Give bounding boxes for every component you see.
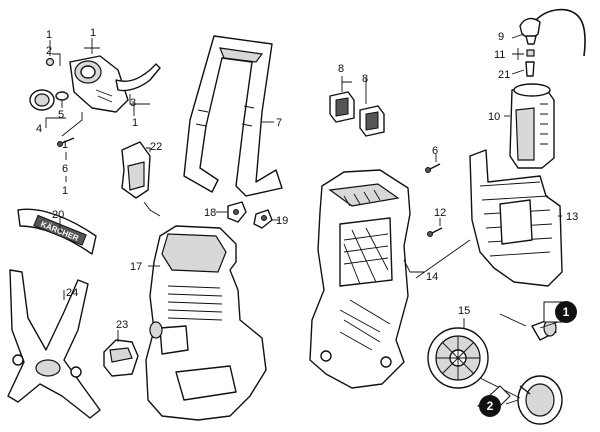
callout-12: 12: [434, 207, 446, 219]
callout-19: 19: [276, 215, 288, 227]
callout-21: 21: [498, 69, 510, 81]
callout-14: 14: [426, 271, 438, 283]
callout-18: 18: [204, 207, 216, 219]
part-side-cover: [469, 149, 563, 287]
part-pump-head-assembly: [69, 55, 161, 113]
part-detergent-hose: [519, 8, 586, 57]
part-filter-11: [526, 49, 535, 57]
part-detergent-tank: [509, 83, 555, 169]
callout-labels: 1 1 2 3 1 4 5 1 6 1 7 22 18 19 20 17 24 …: [36, 27, 578, 331]
callout-7: 7: [276, 117, 282, 129]
part-oil-cap-4: [29, 89, 55, 111]
badge-1-label: 1: [563, 305, 570, 319]
callout-6b: 6: [432, 145, 438, 157]
reference-badge-2: 2: [476, 385, 511, 417]
part-base-frame: [7, 269, 101, 419]
part-o-ring-5: [55, 91, 69, 101]
callout-1a: 1: [90, 27, 96, 39]
callout-8b: 8: [362, 73, 368, 85]
badge-2-label: 2: [487, 399, 494, 413]
part-axle: [531, 319, 557, 341]
leader-lines: [45, 33, 562, 405]
callout-1e: 1: [62, 185, 68, 197]
part-detergent-cup: [103, 339, 139, 377]
callout-23: 23: [116, 319, 128, 331]
part-screw-12: [427, 227, 443, 237]
part-handle-frame: [183, 35, 283, 197]
part-main-housing: [145, 225, 267, 421]
part-fitting-19: [253, 209, 273, 229]
callout-10: 10: [488, 111, 500, 123]
callout-11: 11: [494, 49, 505, 61]
callout-1d: 1: [62, 139, 68, 151]
part-fitting-18: [227, 201, 247, 223]
part-hub-cap: [517, 375, 563, 425]
callout-22: 22: [150, 141, 162, 153]
callout-1c: 1: [132, 117, 138, 129]
callout-20: 20: [52, 209, 64, 221]
part-small-cap-2: [45, 57, 55, 67]
callout-8a: 8: [338, 63, 344, 75]
part-filter-8b: [359, 105, 385, 137]
callout-17: 17: [130, 261, 142, 273]
part-screw-6b: [425, 163, 441, 173]
callout-6a: 6: [62, 163, 68, 175]
part-motor-housing: [309, 169, 411, 389]
reference-badge-1: 1: [543, 301, 577, 323]
callout-2: 2: [46, 45, 52, 57]
callout-3: 3: [130, 97, 136, 109]
callout-1b: 1: [46, 29, 52, 41]
part-screw-6a: [57, 137, 75, 147]
callout-4: 4: [36, 123, 42, 135]
callout-9: 9: [498, 31, 504, 43]
callout-5: 5: [58, 109, 64, 121]
part-wheel: [427, 327, 489, 389]
part-filter-8a: [329, 91, 355, 123]
callout-13: 13: [566, 211, 578, 223]
callout-15: 15: [458, 305, 470, 317]
callout-24: 24: [66, 287, 78, 299]
part-nozzle-21: [525, 61, 535, 77]
part-hose-guide: [121, 141, 151, 199]
